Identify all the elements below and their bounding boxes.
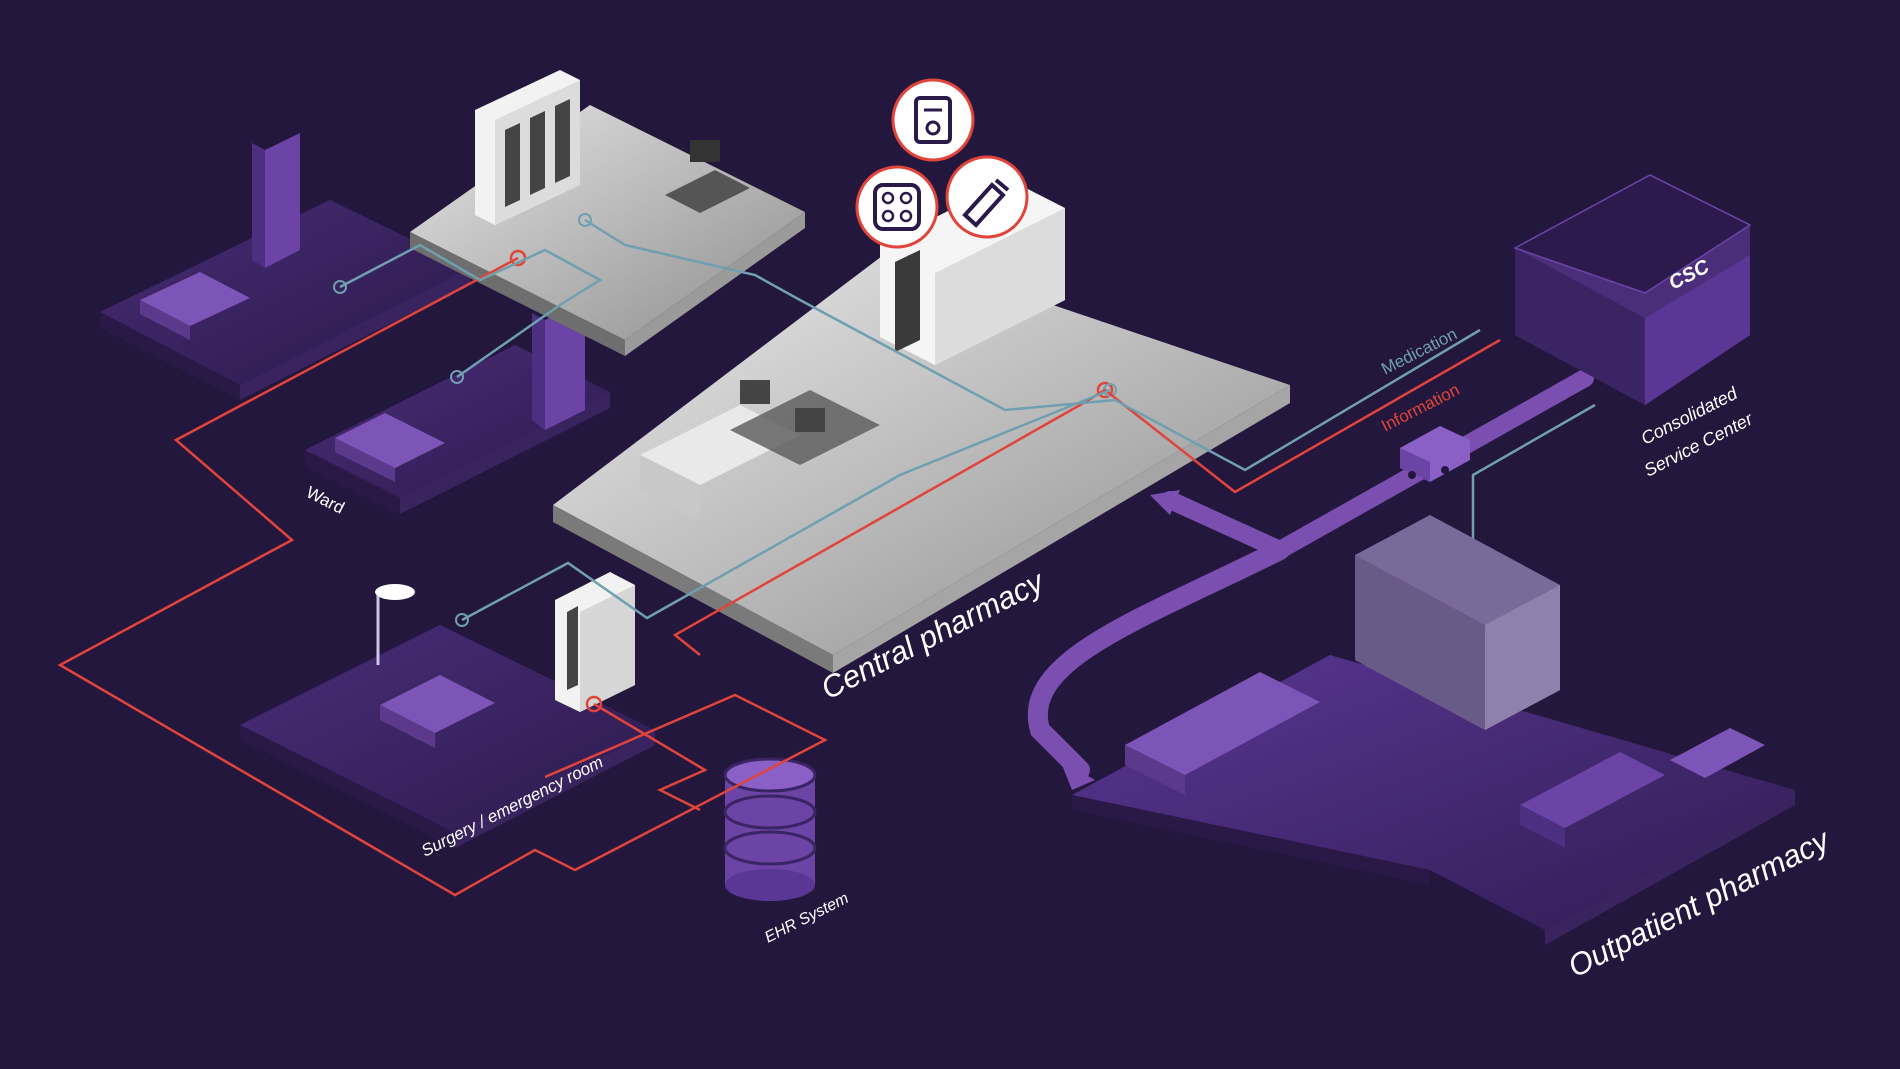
dispensing-cabinet <box>475 70 580 225</box>
ward-lower-platform: Ward <box>303 300 610 518</box>
display-shelves <box>1125 672 1765 795</box>
bookshelf <box>532 300 585 430</box>
ehr-database: EHR System <box>723 757 851 947</box>
service-counter <box>1520 752 1665 848</box>
csc-building: CSC Consolidated Service Center <box>1513 174 1757 481</box>
bookshelf <box>252 133 300 268</box>
ointment-tube-icon <box>962 178 1010 228</box>
medication-node <box>450 370 464 384</box>
prescription-badge <box>891 78 975 162</box>
surgery-platform: Surgery / emergency room <box>240 572 655 861</box>
pill-badge <box>855 165 939 249</box>
pharmacy-robot <box>1355 515 1560 730</box>
ward-upper-platform <box>100 133 470 400</box>
flow-legend: Medication Information <box>1378 324 1462 435</box>
outpatient-pharmacy-platform: Outpatient pharmacy <box>1072 515 1837 984</box>
ward-label: Ward <box>303 483 347 518</box>
operating-table <box>380 675 495 748</box>
information-node <box>1096 381 1114 399</box>
delivery-truck <box>1400 426 1470 482</box>
surgical-lamp <box>375 584 415 665</box>
dispensing-platform <box>410 70 805 356</box>
medication-node <box>578 213 592 227</box>
prescription-document-icon <box>914 96 952 144</box>
pharmacist-workstation <box>665 140 750 213</box>
delivery-route <box>1027 369 1594 790</box>
pill-blister-icon <box>873 183 921 231</box>
patient-bed <box>335 413 445 482</box>
medication-cabinet <box>555 572 635 712</box>
patient-bed <box>140 272 250 340</box>
information-node <box>585 695 603 713</box>
legend-information: Information <box>1378 380 1462 436</box>
workbench-group <box>640 380 880 520</box>
medication-node <box>333 280 347 294</box>
medication-lines <box>339 218 1596 622</box>
medication-node <box>455 613 469 627</box>
ointment-badge <box>945 155 1029 239</box>
